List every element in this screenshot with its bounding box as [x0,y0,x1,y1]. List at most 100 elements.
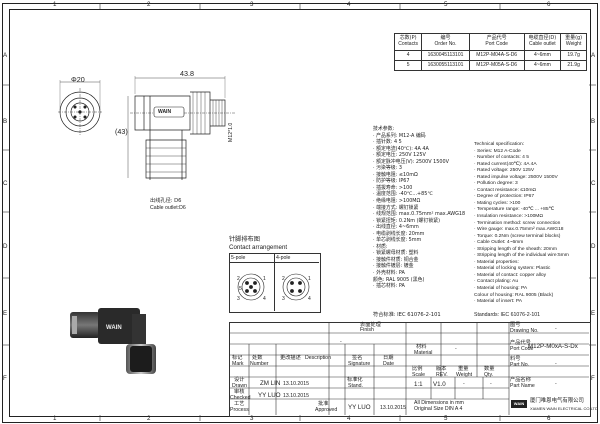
brand-logo: WAIN [158,109,172,115]
spec-cn-line: · 额定电压: 250V 125V [373,152,426,159]
spec-en: Technical specification: · Series: M12 A… [474,142,569,306]
part-no-en: Part No. [510,362,530,368]
col-label: 4 [347,415,351,422]
spec-en-line: · Material properties: [474,259,519,265]
spec-en-line: · Rated impulse voltage: 2500V 1500V [474,174,558,180]
spec-cn-line: · 材质: [373,243,388,250]
spec-cn-line: · 产品系列: M12-A 编码 [373,132,426,139]
spec-cn-line: · 防护等级: IP67 [373,178,410,185]
col-label: 5 [444,415,448,422]
part-table-cell: 4~6mm [523,50,562,61]
units-label: All Dimensions in mm [414,400,464,406]
part-table-cell: M12P-M04A-S-D6 [468,50,525,61]
row-label: F [591,375,595,382]
desc-cn: 更改描述 [280,355,301,361]
svg-text:4: 4 [263,296,266,302]
part-no-cn: 料号 [510,356,521,362]
checked-cn: 审核 [234,389,245,395]
spec-en-line: · Insulation resistance: >100MΩ [474,214,544,220]
svg-text:1: 1 [263,276,266,282]
spec-en-line: · Contact resistance: ≤10mΩ [474,187,537,193]
part-table-header: 重量(g)Weight [560,33,587,51]
standard-en: Standards: IEC 61076-2-101 [474,312,541,318]
material-en: Material [414,350,433,356]
rev-cn: 版本 [436,366,447,372]
title-block [229,322,591,417]
dimension-height: (43) [115,127,128,136]
svg-text:1: 1 [308,276,311,282]
spec-cn-line: · 温度范围: -40℃...+85℃ [373,191,433,198]
mark-en: Mark [232,361,244,367]
spec-en-line: · Contact plating: Au [474,279,519,285]
finish-cn: 表面处理 [360,322,381,328]
spec-en-line: · Stripping length of the sheath: 20mm [474,246,557,252]
process-cn: 工艺 [234,401,245,407]
spec-en-line: · Material of housing: PA [474,286,528,292]
spec-en-line: · Torque: 0.2Nm (screw terminal blocks) [474,233,561,239]
title-block-lines [229,322,589,415]
part-table-cell: M12P-M05A-S-D6 [468,60,525,71]
company-logo: WAIN [511,400,527,408]
part-table-cell: 19.7g [560,50,587,61]
scale-en: Scale [412,372,425,378]
approved-date: 13.10.2015 [380,405,406,411]
qty-value: - [490,381,492,387]
spec-cn-line: · 绝缘电阻: >100MΩ [373,198,421,205]
pole4-label: 4-pole [276,255,291,261]
spec-en-line: · Material of insert: PA [474,299,523,305]
col-label: 2 [147,415,151,422]
drawing-no-cn: 图号 [510,322,521,328]
connector-drawing [58,76,235,180]
col-label: 4 [347,1,351,8]
spec-en-line: Colour of housing: RAL 9005 (Black) [474,292,554,298]
row-label: E [3,310,8,317]
connector-photo: WAIN [70,308,156,374]
spec-cn-line: · 锁紧螺母材质: 塑料 [373,250,419,257]
company-name-en: XIAMEN WAIN ELECTRICAL CO.LTD [530,406,598,411]
approved-en: Approved [315,407,338,413]
signature-cn: 签名 [352,355,363,361]
part-table-cell: 5 [393,60,423,71]
scale-cn: 比例 [412,366,423,372]
svg-text:WAIN: WAIN [106,325,122,331]
number-cn: 处数 [252,355,263,361]
spec-en-line: Technical specification: [474,142,525,147]
spec-cn-line: · 插拔寿命: >100 [373,184,413,191]
drawing-no-value: - [555,326,557,332]
spec-cn-line: 技术参数: [373,126,395,132]
standard-cn: 符合标准: IEC 61076-2-101 [373,312,441,318]
spec-cn-line: · 额定电流(40℃): 4A 4A [373,145,429,152]
date-cn: 日期 [383,355,394,361]
spec-cn-line: 颜色: RAL 9005 (黑色) [373,276,425,283]
row-label: A [3,52,8,59]
col-label: 3 [250,415,254,422]
std-en: Stand. [348,383,363,389]
spec-en-line: · Material of contact: copper alloy [474,272,547,278]
part-name-cn: 产品名称 [510,377,531,383]
col-label: 1 [53,415,57,422]
drawn-name: ZM LIN [260,380,281,387]
std-cn: 标准化 [347,377,363,383]
spec-cn-line: · 电缆剥线长度: 20mm [373,230,425,237]
spec-en-line: · Number of contacts: 4 5 [474,155,529,161]
approved-name: YY LUO [348,404,371,411]
spec-cn-line: · 单芯剥线长度: 5mm [373,237,422,244]
svg-text:2: 2 [237,276,240,282]
part-table-cell: 1630055113101 [421,60,470,71]
contact-title-en: Contact arrangement [229,244,288,251]
spec-en-line: · Cable Outlet: 4~6mm [474,240,524,246]
row-label: C [591,180,596,187]
svg-text:5: 5 [239,286,242,292]
spec-cn-line: · 接触件镀层: 镀金 [373,263,414,270]
weight-en: Weight [456,372,473,378]
row-label: F [3,375,7,382]
process-en: Process [230,407,249,413]
port-code-cn: 产品代号 [510,340,531,346]
desc-en: Description [305,355,331,361]
spec-cn-line: · 污染等级: 3 [373,165,402,172]
date-en: Date [383,361,394,367]
